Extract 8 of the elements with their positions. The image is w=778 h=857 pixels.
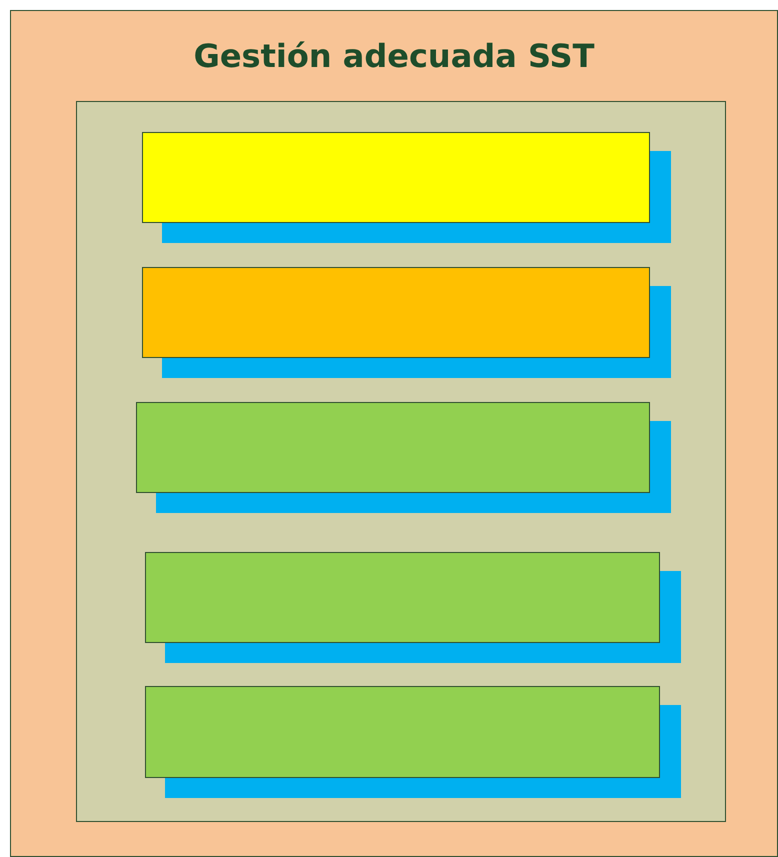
color-box [145,552,660,643]
color-box [142,132,650,223]
color-box [145,686,660,778]
title: Gestión adecuada SST [192,37,596,75]
panel-background [76,101,726,822]
color-box [136,402,650,493]
frame-background [10,10,778,857]
color-box [142,267,650,358]
